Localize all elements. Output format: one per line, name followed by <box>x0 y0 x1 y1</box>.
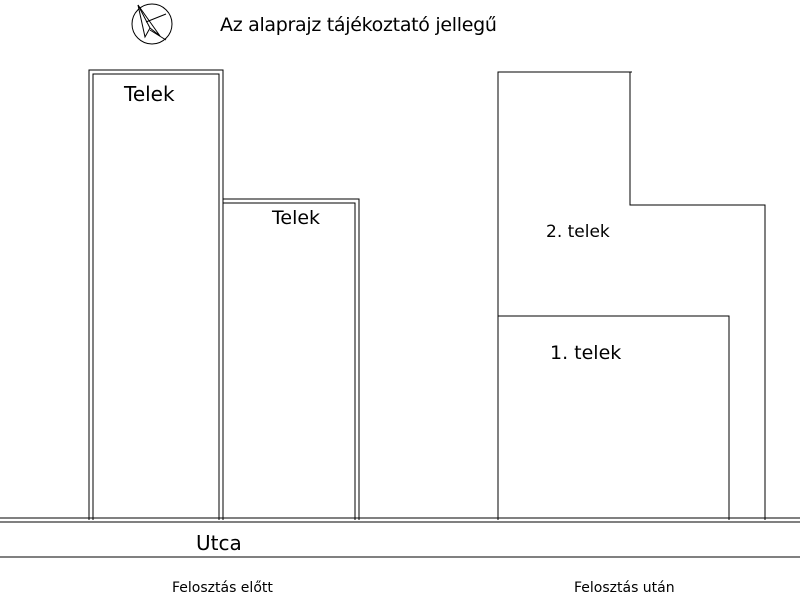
plot-1-label: 1. telek <box>550 342 622 364</box>
caption-before: Felosztás előtt <box>172 580 273 596</box>
street-label: Utca <box>196 531 242 555</box>
street-band <box>0 517 800 558</box>
caption-after: Felosztás után <box>574 580 675 596</box>
north-arrow-icon <box>131 3 173 45</box>
plot-1-outline <box>498 315 730 520</box>
plot-b-label: Telek <box>272 207 321 229</box>
plot-2-outline <box>497 71 766 520</box>
plot-2-label: 2. telek <box>546 222 610 242</box>
plot-a-outline <box>88 69 224 520</box>
plot-b-outline <box>223 198 360 520</box>
disclaimer-note: Az alaprajz tájékoztató jellegű <box>220 14 497 36</box>
plot-a-label: Telek <box>124 82 175 106</box>
